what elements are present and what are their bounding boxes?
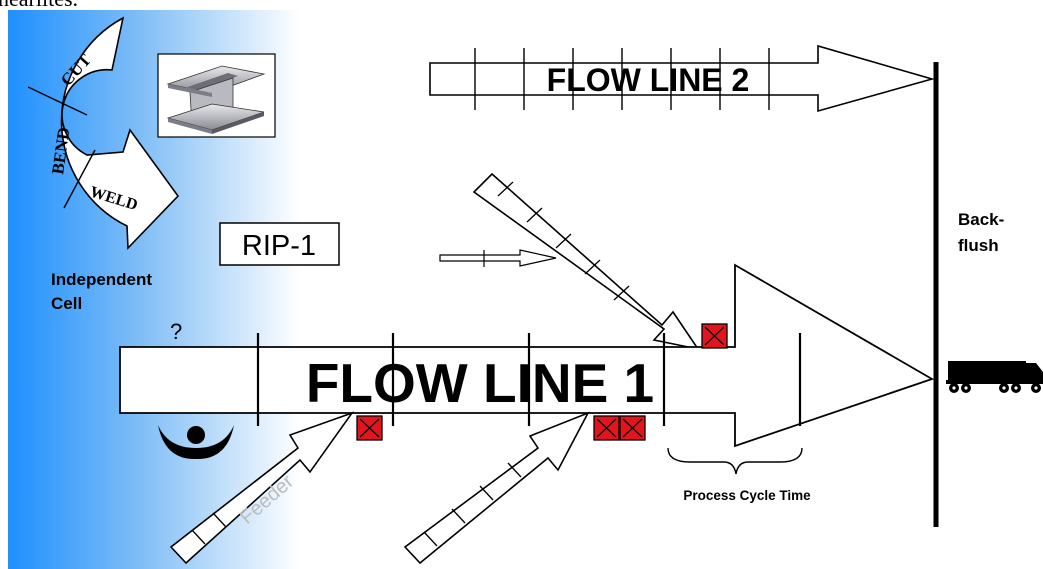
kanban-box-icon: [701, 323, 728, 349]
truck-icon: [946, 361, 1043, 393]
process-cycle-time-brace: [667, 447, 803, 475]
rip-label: RIP-1: [242, 230, 316, 262]
kanban-box-icon: [593, 415, 620, 441]
independent-cell-label-line1: Independent: [51, 270, 152, 289]
feeder-arrow-middle: [403, 411, 590, 565]
upper-feeder-arrow: [472, 172, 700, 351]
question-mark: ?: [170, 319, 182, 344]
backflush-label-line2: flush: [958, 236, 999, 255]
operator-icon: [158, 425, 234, 460]
rip-box: [219, 222, 340, 266]
small-input-arrow: [439, 249, 557, 267]
heading-fragment: nearlites.: [0, 0, 78, 11]
flow-line-1-arrow: FLOW LINE 1: [119, 263, 935, 448]
kanban-box-icon: [356, 415, 383, 441]
backflush-label-line1: Back-: [958, 210, 1004, 229]
flow-line-1-label: FLOW LINE 1: [306, 352, 654, 414]
process-cycle-time-label: Process Cycle Time: [683, 488, 811, 503]
kanban-box-icon: [619, 415, 646, 441]
steel-beam-icon: [157, 53, 276, 138]
flow-line-2-label: FLOW LINE 2: [547, 62, 750, 98]
flow-line-2-arrow: FLOW LINE 2: [429, 44, 935, 113]
independent-cell-label-line2: Cell: [51, 294, 82, 313]
